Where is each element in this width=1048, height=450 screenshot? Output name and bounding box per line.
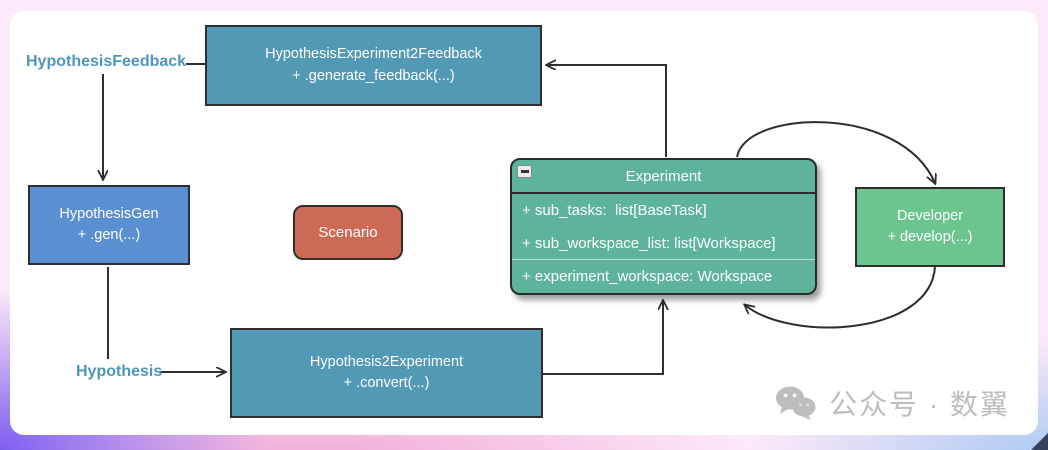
node-method: + .convert(...): [343, 375, 430, 391]
collapse-icon: [517, 165, 532, 178]
node-method: + .generate_feedback(...): [292, 67, 455, 84]
experiment-header: Experiment: [512, 160, 815, 194]
diagram-canvas: HypothesisFeedback Hypothesis Hypothesis…: [10, 11, 1038, 435]
page-curl-decoration: [1031, 433, 1048, 450]
node-title: HypothesisExperiment2Feedback: [265, 46, 482, 63]
node-method: + develop(...): [887, 229, 973, 245]
watermark: 公众号 · 数翼: [775, 383, 1010, 423]
node-scenario: Scenario: [293, 205, 403, 260]
experiment-attr-sub-workspace-list: + sub_workspace_list: list[Workspace]: [522, 234, 776, 252]
label-hypothesis: Hypothesis: [76, 363, 163, 380]
node-experiment-class: Experiment + sub_tasks: list[BaseTask] +…: [510, 158, 817, 295]
node-title: HypothesisGen: [59, 205, 159, 222]
node-hypothesis2experiment: Hypothesis2Experiment + .convert(...): [230, 328, 543, 418]
node-developer: Developer + develop(...): [855, 187, 1005, 267]
node-title: Hypothesis2Experiment: [309, 353, 464, 370]
wechat-icon: [776, 386, 816, 420]
node-title: Developer: [896, 207, 964, 224]
node-hypothesis-gen: HypothesisGen + .gen(...): [28, 185, 190, 265]
experiment-attr-sub-tasks: + sub_tasks: list[BaseTask]: [522, 201, 707, 219]
edge-experiment-to-feedback: [547, 65, 667, 157]
node-hypothesis-experiment2feedback: HypothesisExperiment2Feedback + .generat…: [205, 25, 542, 106]
experiment-attr-experiment-workspace: + experiment_workspace: Workspace: [512, 259, 815, 293]
node-method: + .gen(...): [77, 227, 141, 243]
experiment-title: Experiment: [625, 167, 702, 185]
edge-convert-to-experiment: [543, 301, 663, 375]
label-hypothesis-feedback: HypothesisFeedback: [26, 53, 187, 70]
watermark-text: 公众号 · 数翼: [829, 389, 1010, 420]
node-title: Scenario: [318, 223, 378, 241]
